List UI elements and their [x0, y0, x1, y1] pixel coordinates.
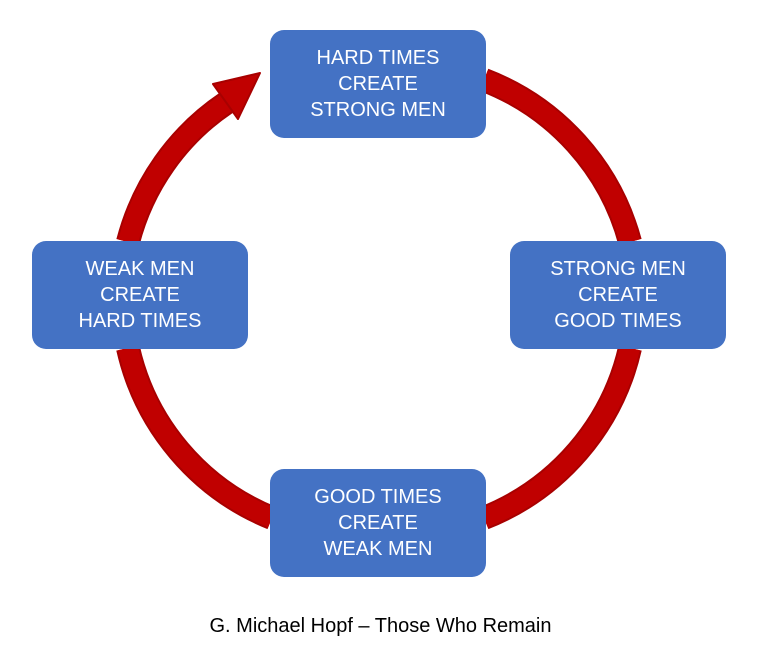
arc-right-to-bottom-fill: [480, 345, 640, 528]
node-left-line-3: HARD TIMES: [78, 310, 202, 332]
node-top-line-2: CREATE: [338, 73, 418, 95]
node-top-line-1: HARD TIMES: [316, 47, 440, 69]
cycle-arrowhead-icon: [212, 72, 261, 120]
node-strong-men-create-good-times: STRONG MEN CREATE GOOD TIMES: [510, 241, 726, 349]
node-right-line-1: STRONG MEN: [550, 258, 686, 280]
node-bottom-line-3: WEAK MEN: [323, 538, 433, 560]
arc-right-to-bottom: [479, 345, 642, 530]
node-top-line-3: STRONG MEN: [310, 99, 446, 121]
node-weak-men-create-hard-times: WEAK MEN CREATE HARD TIMES: [32, 241, 248, 349]
arc-left-to-top-fill: [118, 94, 232, 245]
arc-bottom-to-left-fill: [118, 345, 276, 528]
node-left-line-2: CREATE: [100, 284, 180, 306]
arc-top-to-right: [479, 68, 642, 246]
node-right-line-3: GOOD TIMES: [554, 310, 682, 332]
attribution-caption: G. Michael Hopf – Those Who Remain: [209, 615, 552, 637]
node-bottom-line-1: GOOD TIMES: [314, 486, 442, 508]
node-hard-times-create-strong-men: HARD TIMES CREATE STRONG MEN: [270, 30, 486, 138]
node-right-line-2: CREATE: [578, 284, 658, 306]
node-left-line-1: WEAK MEN: [85, 258, 195, 280]
arc-top-to-right-fill: [480, 70, 640, 245]
node-bottom-line-2: CREATE: [338, 512, 418, 534]
node-good-times-create-weak-men: GOOD TIMES CREATE WEAK MEN: [270, 469, 486, 577]
arc-bottom-to-left: [116, 345, 277, 530]
